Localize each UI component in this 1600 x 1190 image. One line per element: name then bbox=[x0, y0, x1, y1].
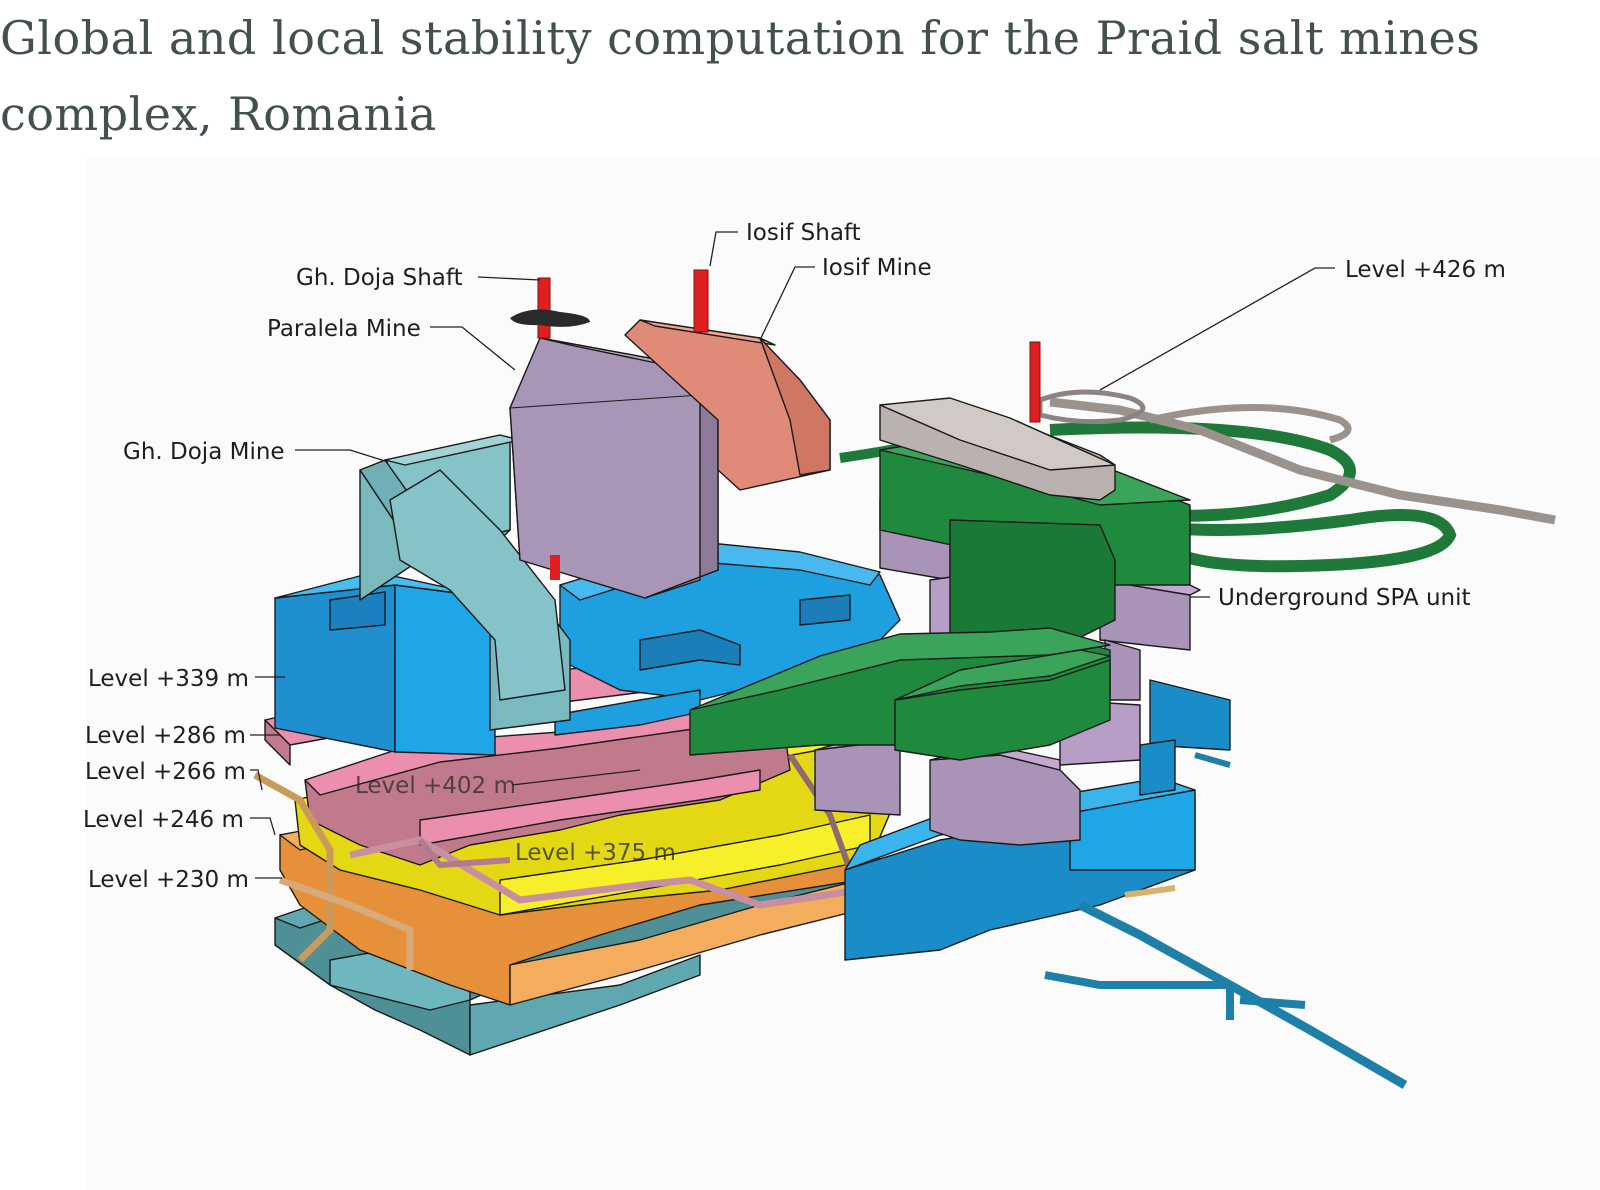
level-426-layer bbox=[879, 389, 1556, 525]
label-iosif-mine: Iosif Mine bbox=[822, 255, 932, 281]
ghdoja-mine-body bbox=[359, 434, 571, 731]
level-426-shaft-mark bbox=[1029, 341, 1041, 423]
label-level-230: Level +230 m bbox=[88, 867, 249, 893]
label-level-339: Level +339 m bbox=[88, 666, 249, 692]
paralela-shaft-lower bbox=[550, 555, 560, 580]
label-ghdoja-mine: Gh. Doja Mine bbox=[123, 439, 285, 465]
ghdoja-shaft-mark bbox=[537, 277, 551, 339]
title-line-1: Global and local stability computation f… bbox=[0, 11, 1481, 65]
shaft-headframe bbox=[510, 309, 590, 327]
shafts bbox=[510, 269, 1041, 580]
title-line-2: complex, Romania bbox=[0, 87, 437, 141]
connecting-tunnels bbox=[253, 753, 861, 970]
label-level-266: Level +266 m bbox=[85, 759, 246, 785]
label-paralela-mine: Paralela Mine bbox=[267, 316, 421, 342]
page-title: Global and local stability computation f… bbox=[0, 0, 1560, 152]
diagram-labels: Iosif Shaft Iosif Mine Gh. Doja Shaft Pa… bbox=[83, 220, 1506, 893]
iosif-mine-body bbox=[624, 319, 831, 491]
leader-lines bbox=[250, 231, 1335, 879]
label-iosif-shaft: Iosif Shaft bbox=[746, 220, 861, 246]
label-level-246: Level +246 m bbox=[83, 807, 244, 833]
label-level-286: Level +286 m bbox=[85, 723, 246, 749]
iosif-shaft-mark bbox=[693, 269, 709, 333]
label-level-426: Level +426 m bbox=[1345, 257, 1506, 283]
label-ghdoja-shaft: Gh. Doja Shaft bbox=[296, 265, 463, 291]
label-level-375: Level +375 m bbox=[515, 840, 676, 866]
level-375-layer bbox=[814, 487, 1201, 846]
label-level-402: Level +402 m bbox=[355, 773, 516, 799]
label-spa-unit: Underground SPA unit bbox=[1218, 585, 1471, 611]
